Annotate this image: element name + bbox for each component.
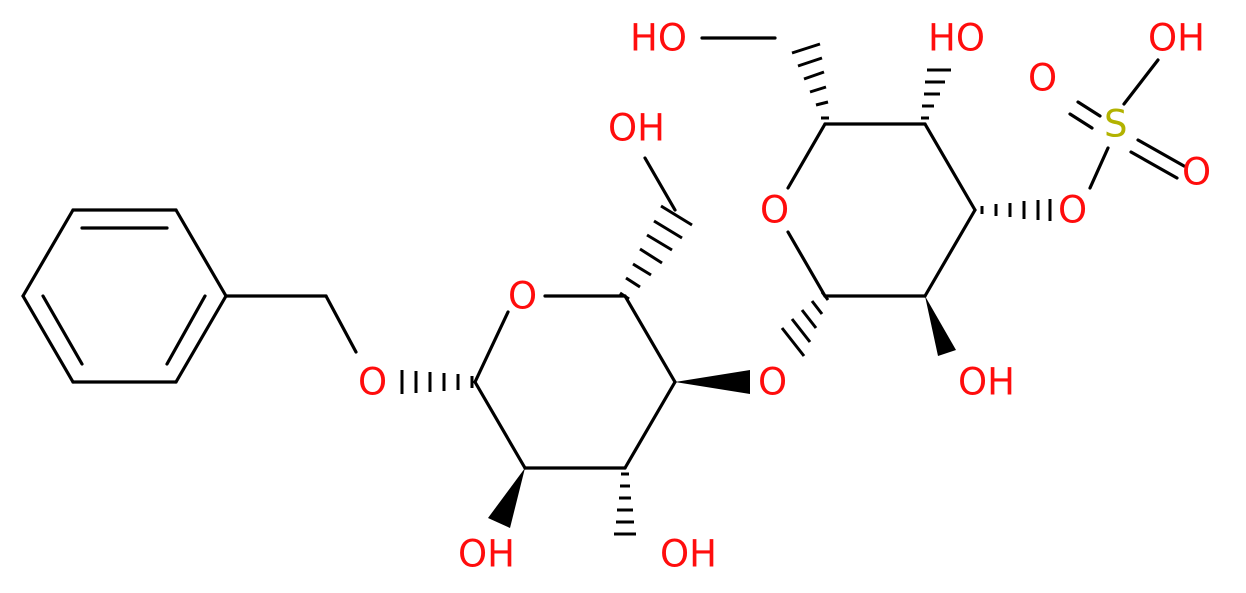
wedge-bond-c2-left	[488, 468, 525, 528]
label-sulfur: S	[1104, 103, 1128, 146]
sulfate-bonds	[1068, 58, 1186, 190]
label-oh-sulfate: OH	[1148, 17, 1205, 60]
benzene-ring	[21, 208, 228, 384]
hashed-bond-c3-right	[980, 199, 1052, 221]
label-oh-c2-right: OH	[958, 361, 1015, 404]
wedge-bond-c2-right	[925, 296, 956, 356]
hashed-bond-glycosidic	[780, 291, 830, 357]
hashed-bond-anomeric-left	[400, 370, 474, 394]
label-o-ring-right: O	[760, 189, 789, 232]
hashed-bond-c5-left	[619, 204, 693, 301]
wedge-bond-c4-left	[675, 370, 750, 394]
bond-ch2-oh-left	[643, 156, 677, 212]
hashed-bond-c5-right	[791, 42, 829, 120]
label-oh-c3-left: OH	[660, 533, 717, 576]
label-oh-c2-left: OH	[458, 533, 515, 576]
left-pyranose-ring	[473, 294, 677, 470]
label-o-benzyl: O	[358, 361, 387, 404]
label-o-ring-left: O	[508, 275, 537, 318]
label-ho-ch2-top: HO	[630, 17, 687, 60]
hashed-bond-c4-right	[921, 68, 951, 120]
label-o-sulfonyl-a: O	[1028, 57, 1057, 100]
hashed-bond-c3-left	[614, 472, 636, 536]
label-o-sulfonyl-b: O	[1182, 151, 1211, 194]
label-ho-c4-right: HO	[928, 17, 985, 60]
label-o-glycosidic: O	[758, 361, 787, 404]
benzyl-linker	[224, 294, 358, 354]
label-o-ester: O	[1058, 189, 1087, 232]
label-oh-ch2-left: OH	[608, 107, 665, 150]
right-pyranose-ring	[786, 122, 977, 298]
